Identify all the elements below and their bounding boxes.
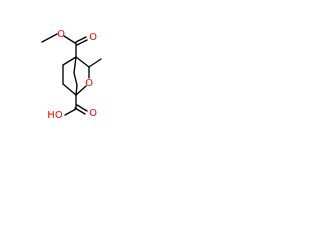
bond-inner-ch2-to-lower-bridgehead <box>75 84 78 96</box>
bond-ring-oxygen-to-lower-bridgehead <box>75 85 87 96</box>
chemical-structure-diagram: O O O O HO <box>41 29 102 121</box>
bond-ch2-to-lower-bridgehead <box>62 83 77 96</box>
acid-carbonyl-oxygen-label: O <box>89 108 97 119</box>
bond-bridgehead-to-methine <box>75 56 90 68</box>
bond-methyl-to-ester-oxygen <box>41 33 58 43</box>
bond-methine-to-methyl <box>88 58 102 68</box>
bond-acid-carbon-to-hydroxyl <box>64 108 77 116</box>
bond-bridgehead-to-left-ch2 <box>62 56 77 66</box>
bond-inner-ch2-to-ch2 <box>73 72 78 86</box>
bond-ester-carbonyl-double-a <box>75 36 87 43</box>
ester-ether-oxygen-label: O <box>57 29 65 40</box>
bond-ester-carbonyl-double-b <box>76 39 88 46</box>
acid-hydroxyl-label: HO <box>47 110 63 121</box>
bond-bridgehead-to-inner-ch2 <box>73 56 77 74</box>
bond-ester-oxygen-to-carbonyl <box>63 35 76 44</box>
ring-oxygen-label: O <box>85 78 93 89</box>
bond-acid-carbonyl-double-b <box>76 104 88 112</box>
ester-carbonyl-oxygen-label: O <box>89 32 97 43</box>
